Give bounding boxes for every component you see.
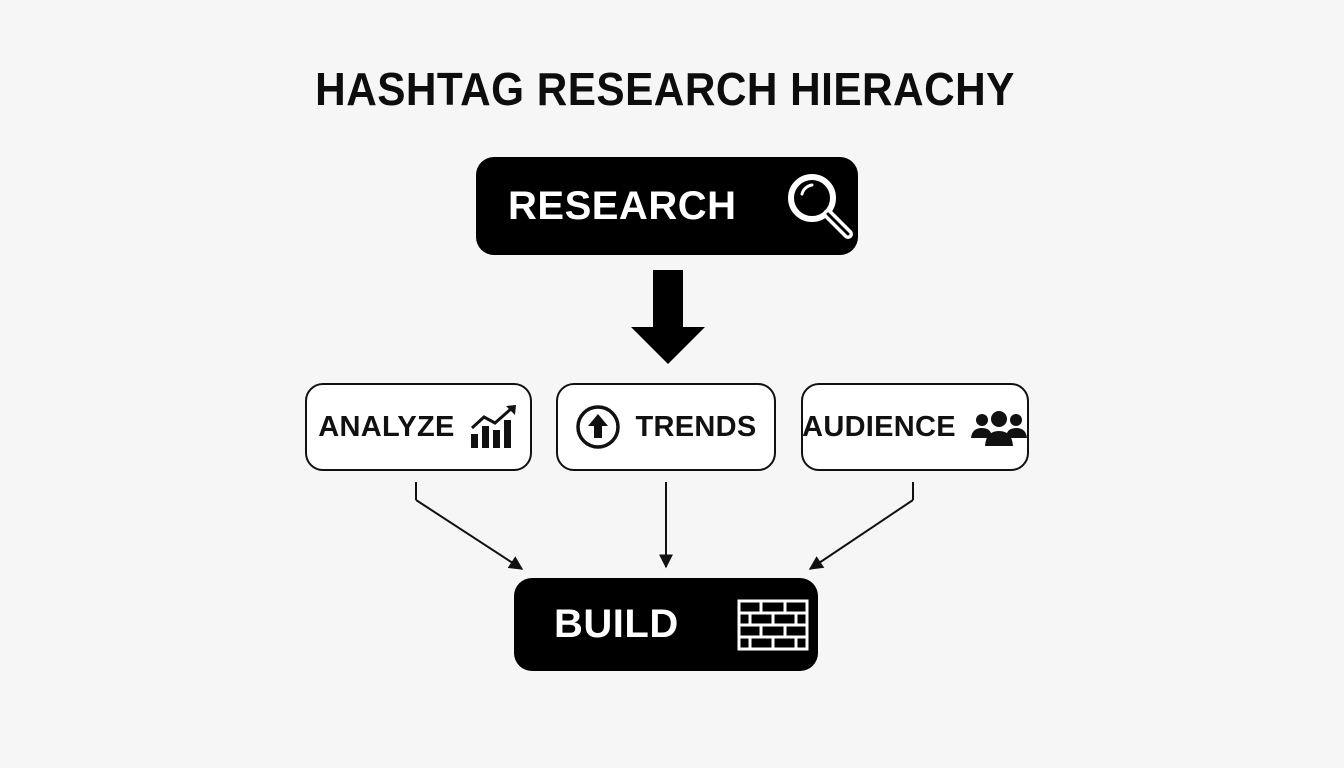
magnifying-glass-icon (780, 166, 860, 246)
up-arrow-circle-icon (575, 404, 621, 450)
build-label: BUILD (554, 602, 679, 646)
research-label: RESEARCH (508, 183, 737, 228)
audience-node: AUDIENCE (801, 383, 1029, 471)
research-to-trends-arrow (631, 270, 705, 364)
bar-chart-trend-icon (469, 404, 519, 450)
diagram-title: HASHTAG RESEARCH HIERACHY (315, 63, 1015, 115)
people-group-icon (970, 406, 1028, 448)
trends-node: TRENDS (556, 383, 776, 471)
brick-wall-icon (737, 599, 809, 651)
audience-label: AUDIENCE (802, 410, 956, 443)
analyze-node: ANALYZE (305, 383, 532, 471)
research-node: RESEARCH (476, 157, 858, 255)
analyze-label: ANALYZE (318, 410, 455, 443)
trends-label: TRENDS (635, 410, 757, 443)
build-node: BUILD (514, 578, 818, 671)
